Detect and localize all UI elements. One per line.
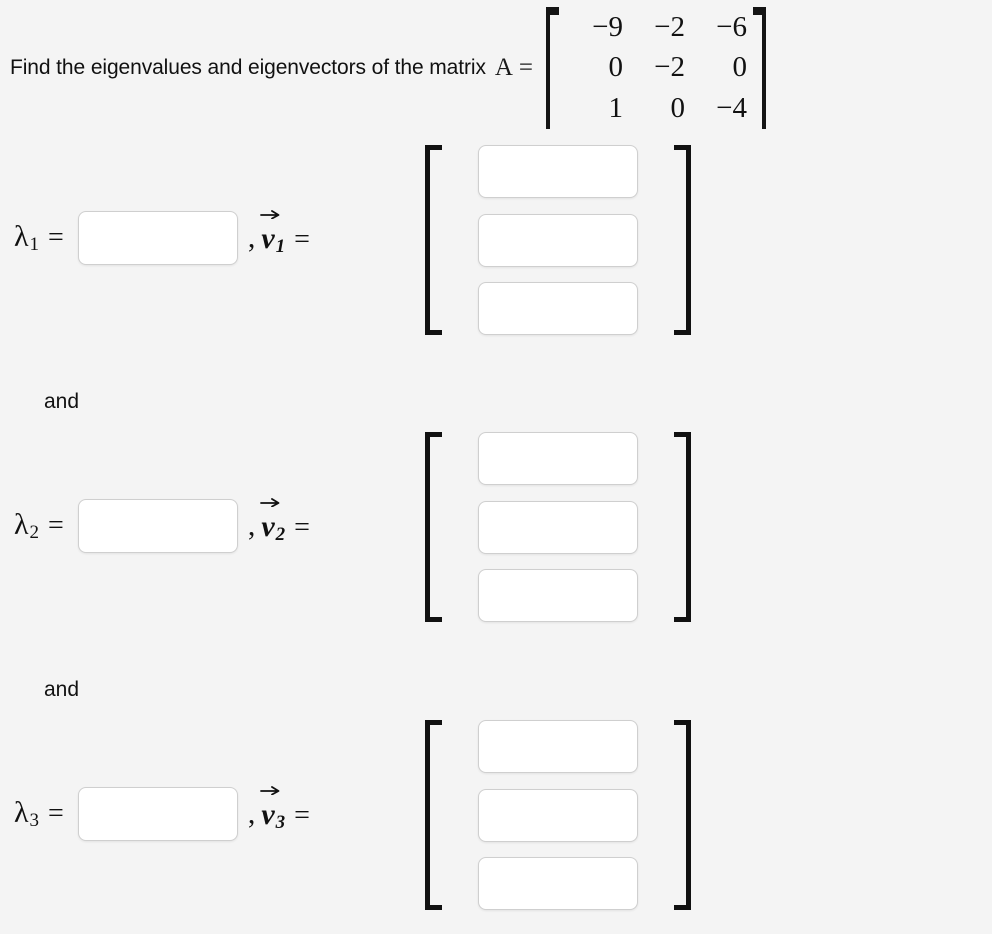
matrix-cell-r3c3: −4 [716, 92, 748, 125]
connector-and-1: and [44, 390, 80, 413]
vector-3-symbol: v [261, 798, 275, 831]
eigenvector-3-left-bracket [425, 720, 442, 910]
vector-1-arrow-glyph: v [260, 210, 280, 256]
matrix-cell-r1c1: −9 [592, 10, 624, 43]
eigenvector-3-cells [478, 720, 638, 910]
matrix-label-group: A= [495, 54, 533, 82]
eigenvalue-row-3: λ3= , v3= [14, 786, 310, 841]
eigenvalue-3-input[interactable] [77, 787, 238, 841]
vector-2-subscript: 2 [275, 524, 286, 545]
eigenvector-1-component-1-input[interactable] [478, 145, 638, 198]
vector-1-equals: = [294, 224, 310, 255]
matrix-cell-r3c2: 0 [670, 92, 686, 125]
lambda-1-symbol: λ [14, 220, 29, 253]
eigenvector-1-component-3-input[interactable] [478, 282, 638, 335]
eigenvector-2-component-3-input[interactable] [478, 569, 638, 622]
eigenvector-2-component-2-input[interactable] [478, 500, 638, 554]
eigenvector-2-component-1-input[interactable] [478, 432, 638, 485]
lambda-1-equals: = [48, 222, 64, 253]
matrix-cell-r1c3: −6 [716, 10, 748, 43]
connector-and-2: and [44, 678, 80, 701]
lambda-2-symbol: λ [14, 508, 29, 541]
eigenvector-1-right-bracket [674, 145, 691, 335]
vector-arrow-icon [260, 209, 281, 219]
matrix-cell-r2c2: −2 [654, 51, 686, 84]
separator-comma-3: , [247, 797, 256, 830]
eigenvalue-row-2: λ2= , v2= [14, 498, 310, 553]
eigenvector-3-group [425, 720, 691, 910]
separator-comma-1: , [247, 221, 256, 254]
eigenvector-3-component-2-input[interactable] [478, 788, 638, 842]
eigenvalue-2-input[interactable] [77, 499, 238, 553]
vector-1-symbol: v [261, 222, 275, 255]
eigenvector-2-left-bracket [425, 432, 442, 622]
matrix-cell-r2c1: 0 [608, 51, 624, 84]
lambda-3-label: λ3 = [14, 796, 64, 832]
eigenvector-1-group [425, 145, 691, 335]
separator-comma-2: , [247, 509, 256, 542]
vector-arrow-icon [260, 497, 281, 507]
lambda-2-equals: = [48, 510, 64, 541]
vector-1-label: v1 = [260, 210, 310, 258]
vector-3-arrow-glyph: v [260, 786, 280, 832]
matrix-left-bracket [546, 6, 560, 129]
matrix-label: A [494, 53, 513, 81]
matrix-cell-r1c2: −2 [654, 10, 686, 43]
lambda-3-subscript: 3 [29, 810, 40, 831]
vector-arrow-icon [260, 785, 281, 795]
lambda-1-subscript: 1 [29, 234, 40, 255]
matrix-cell-r2c3: 0 [732, 51, 748, 84]
matrix-cell-r3c1: 1 [608, 92, 624, 125]
vector-2-label: v2 = [260, 498, 310, 546]
eigenvector-3-component-3-input[interactable] [478, 857, 638, 910]
lambda-3-equals: = [48, 798, 64, 829]
matrix-A: −9 −2 −6 0 −2 0 1 0 −4 [546, 6, 767, 129]
vector-3-label: v3 = [260, 786, 310, 834]
matrix-right-bracket [753, 6, 767, 129]
vector-1-subscript: 1 [275, 236, 286, 257]
eigenvalue-row-1: λ1= , v1= [14, 210, 310, 265]
lambda-2-label: λ2 = [14, 508, 64, 544]
problem-statement: Find the eigenvalues and eigenvectors of… [10, 0, 985, 135]
prompt-text: Find the eigenvalues and eigenvectors of… [10, 55, 486, 79]
lambda-3-symbol: λ [14, 796, 29, 829]
matrix-grid: −9 −2 −6 0 −2 0 1 0 −4 [559, 7, 753, 129]
lambda-2-subscript: 2 [29, 522, 40, 543]
vector-2-arrow-glyph: v [260, 498, 280, 544]
eigenvector-3-right-bracket [674, 720, 691, 910]
eigenvector-2-right-bracket [674, 432, 691, 622]
eigenvector-1-component-2-input[interactable] [478, 213, 638, 267]
eigenvector-3-component-1-input[interactable] [478, 720, 638, 773]
matrix-equals-sign: = [518, 53, 534, 81]
eigenvalue-1-input[interactable] [77, 211, 238, 265]
eigenvector-2-group [425, 432, 691, 622]
eigenvector-2-cells [478, 432, 638, 622]
eigenvector-1-cells [478, 145, 638, 335]
vector-3-equals: = [294, 800, 310, 831]
vector-2-equals: = [294, 512, 310, 543]
eigenvector-1-left-bracket [425, 145, 442, 335]
lambda-1-label: λ1 = [14, 220, 64, 256]
vector-3-subscript: 3 [275, 812, 286, 833]
vector-2-symbol: v [261, 510, 275, 543]
